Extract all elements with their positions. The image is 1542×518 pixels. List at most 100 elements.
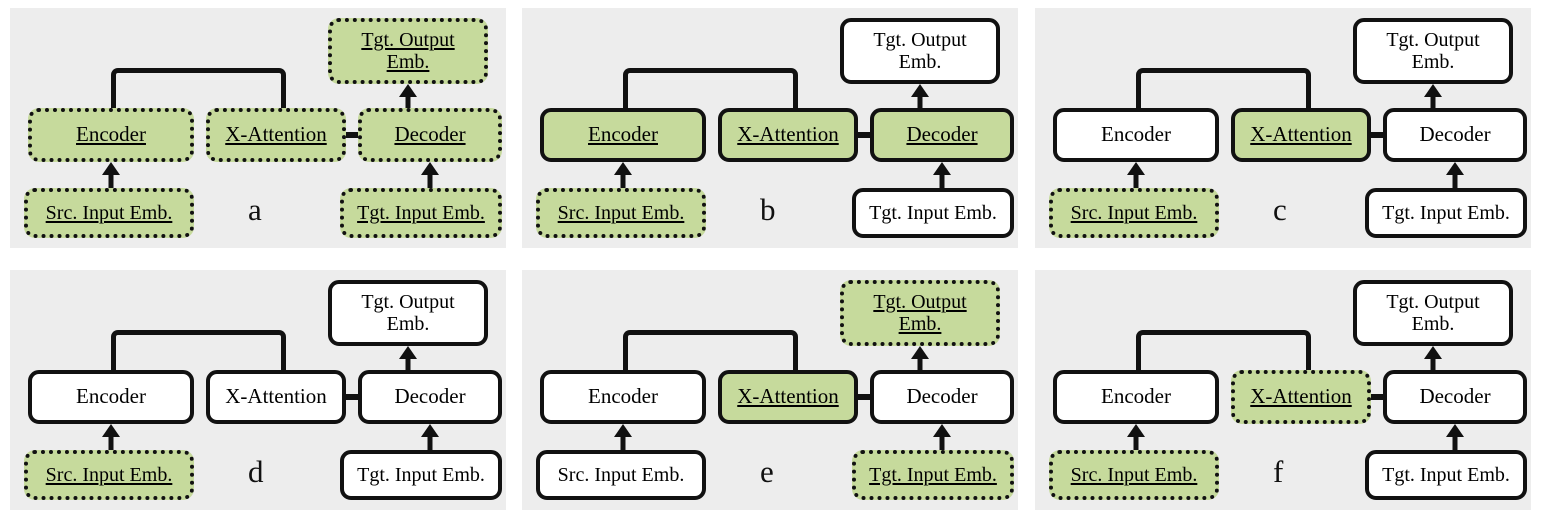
node-x-attention-a[interactable]: X-Attention	[206, 108, 346, 162]
arrow-shaft	[405, 352, 411, 370]
node-tgt-input-emb-e[interactable]: Tgt. Input Emb.	[852, 450, 1014, 500]
arrow-src-input-emb-to-encoder	[1124, 424, 1148, 450]
arrow-shaft	[917, 90, 923, 108]
node-x-attention-e[interactable]: X-Attention	[718, 370, 858, 424]
node-label: Decoder	[394, 384, 466, 409]
node-decoder-f[interactable]: Decoder	[1383, 370, 1527, 424]
arrow-head	[614, 162, 632, 175]
arrow-tgt-input-emb-to-decoder	[1443, 424, 1467, 450]
node-x-attention-c[interactable]: X-Attention	[1231, 108, 1371, 162]
arrow-head	[933, 424, 951, 437]
node-label: X-Attention	[225, 122, 327, 147]
node-decoder-d[interactable]: Decoder	[358, 370, 502, 424]
connector-xattention-to-decoder	[1369, 132, 1385, 138]
node-decoder-e[interactable]: Decoder	[870, 370, 1014, 424]
node-label: Decoder	[394, 122, 466, 147]
node-label-line2: Emb.	[1411, 51, 1455, 73]
node-x-attention-f[interactable]: X-Attention	[1231, 370, 1371, 424]
arrow-head	[421, 424, 439, 437]
node-tgt-input-emb-c[interactable]: Tgt. Input Emb.	[1365, 188, 1527, 238]
node-encoder-f[interactable]: Encoder	[1053, 370, 1219, 424]
arrow-tgt-input-emb-to-decoder	[1443, 162, 1467, 188]
node-src-input-emb-a[interactable]: Src. Input Emb.	[24, 188, 194, 238]
node-encoder-b[interactable]: Encoder	[540, 108, 706, 162]
panel-letter-e: e	[760, 454, 774, 489]
node-x-attention-b[interactable]: X-Attention	[718, 108, 858, 162]
arrow-decoder-to-tgt-output-emb	[396, 84, 420, 108]
arrow-head	[1446, 424, 1464, 437]
arrow-shaft	[620, 430, 626, 450]
node-src-input-emb-f[interactable]: Src. Input Emb.	[1049, 450, 1219, 500]
node-label: X-Attention	[225, 384, 327, 409]
arrow-head	[911, 346, 929, 359]
arrow-shaft	[939, 430, 945, 450]
arrow-head	[102, 162, 120, 175]
node-label-line1: Tgt. Output	[361, 290, 455, 313]
arrow-head	[102, 424, 120, 437]
arrow-tgt-input-emb-to-decoder	[930, 424, 954, 450]
node-decoder-b[interactable]: Decoder	[870, 108, 1014, 162]
node-src-input-emb-d[interactable]: Src. Input Emb.	[24, 450, 194, 500]
node-label: Encoder	[76, 122, 146, 147]
connector-encoder-to-xattention	[1136, 68, 1311, 115]
arrow-shaft	[108, 430, 114, 450]
node-src-input-emb-b[interactable]: Src. Input Emb.	[536, 188, 706, 238]
node-tgt-input-emb-d[interactable]: Tgt. Input Emb.	[340, 450, 502, 500]
node-encoder-c[interactable]: Encoder	[1053, 108, 1219, 162]
node-label-line1: Tgt. Output	[1386, 28, 1480, 51]
node-label: Tgt. Input Emb.	[357, 463, 485, 486]
node-tgt-input-emb-a[interactable]: Tgt. Input Emb.	[340, 188, 502, 238]
node-src-input-emb-e[interactable]: Src. Input Emb.	[536, 450, 706, 500]
connector-encoder-to-xattention	[1136, 330, 1311, 377]
node-label-line2: Emb.	[898, 313, 942, 335]
node-label-line2: Emb.	[898, 51, 942, 73]
node-label: Tgt. Input Emb.	[869, 201, 997, 224]
node-label: Src. Input Emb.	[1070, 463, 1198, 486]
arrow-shaft	[1452, 430, 1458, 450]
arrow-src-input-emb-to-encoder	[99, 162, 123, 188]
node-src-input-emb-c[interactable]: Src. Input Emb.	[1049, 188, 1219, 238]
arrow-head	[1424, 346, 1442, 359]
node-x-attention-d[interactable]: X-Attention	[206, 370, 346, 424]
node-encoder-e[interactable]: Encoder	[540, 370, 706, 424]
arrow-shaft	[620, 168, 626, 188]
node-decoder-a[interactable]: Decoder	[358, 108, 502, 162]
node-label: Encoder	[588, 384, 658, 409]
node-label: Tgt. Input Emb.	[1382, 201, 1510, 224]
panel-letter-d: d	[248, 454, 264, 489]
node-label-line1: Tgt. Output	[873, 28, 967, 51]
arrow-decoder-to-tgt-output-emb	[396, 346, 420, 370]
arrow-head	[933, 162, 951, 175]
panel-letter-f: f	[1273, 454, 1284, 489]
node-decoder-c[interactable]: Decoder	[1383, 108, 1527, 162]
arrow-shaft	[939, 168, 945, 188]
node-label-line1: Tgt. Output	[1386, 290, 1480, 313]
connector-encoder-to-xattention	[111, 68, 286, 115]
node-label-line2: Emb.	[386, 51, 430, 73]
node-label: Tgt. Input Emb.	[1382, 463, 1510, 486]
node-encoder-a[interactable]: Encoder	[28, 108, 194, 162]
node-label: Src. Input Emb.	[45, 201, 173, 224]
node-encoder-d[interactable]: Encoder	[28, 370, 194, 424]
panel-letter-c: c	[1273, 192, 1287, 227]
arrow-shaft	[1452, 168, 1458, 188]
node-tgt-input-emb-f[interactable]: Tgt. Input Emb.	[1365, 450, 1527, 500]
node-label: Tgt. Input Emb.	[869, 463, 997, 486]
arrow-tgt-input-emb-to-decoder	[930, 162, 954, 188]
connector-xattention-to-decoder	[856, 394, 872, 400]
connector-encoder-to-xattention	[111, 330, 286, 377]
node-label: X-Attention	[737, 384, 839, 409]
node-label: Encoder	[1101, 122, 1171, 147]
node-tgt-input-emb-b[interactable]: Tgt. Input Emb.	[852, 188, 1014, 238]
